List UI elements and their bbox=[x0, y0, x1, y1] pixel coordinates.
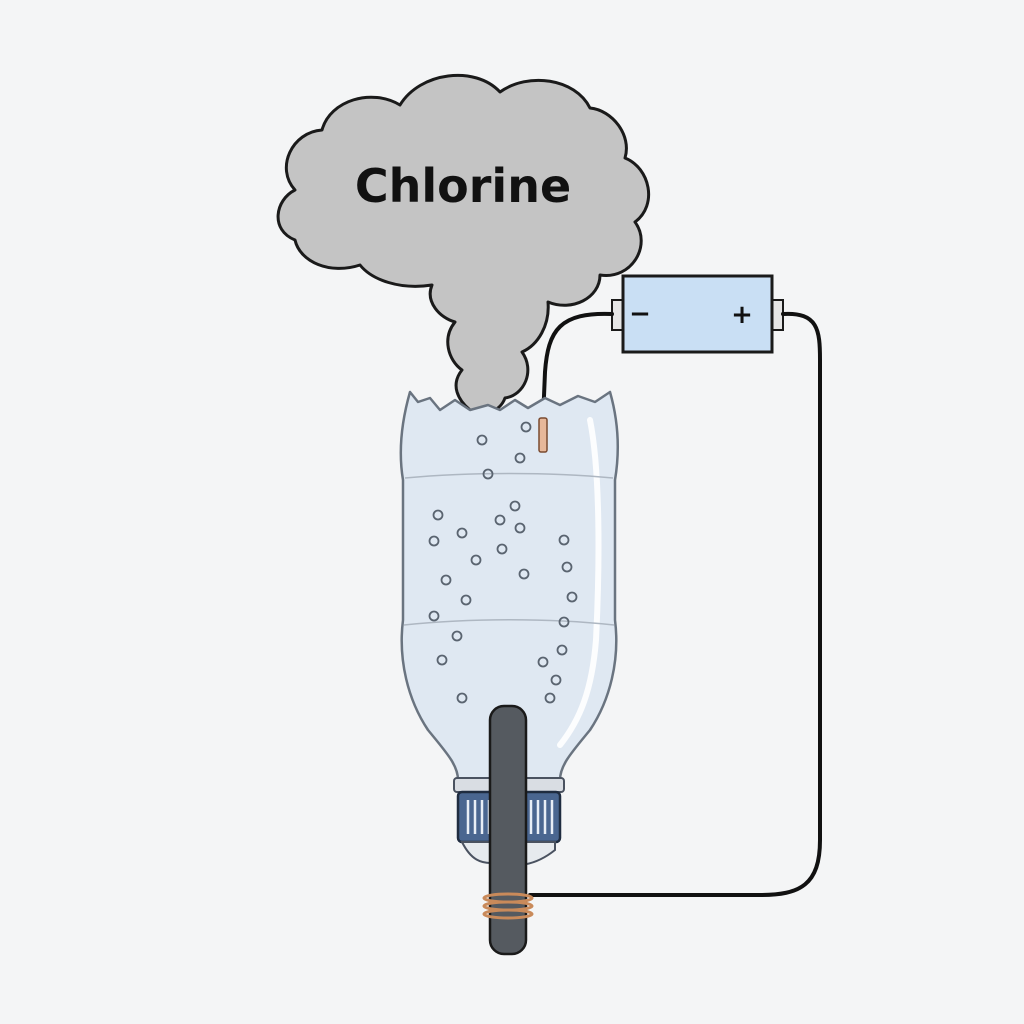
chlorine-label: Chlorine bbox=[355, 159, 571, 213]
chlorine-cloud: Chlorine bbox=[276, 73, 651, 415]
gas-bubble bbox=[494, 514, 506, 526]
bottle-body bbox=[399, 390, 619, 782]
battery-positive-label: + bbox=[731, 300, 753, 330]
gas-bubble bbox=[514, 522, 526, 534]
gas-bubble bbox=[518, 568, 530, 580]
gas-bubble bbox=[476, 434, 488, 446]
carbon-rod-body bbox=[488, 704, 528, 956]
battery: − + bbox=[611, 274, 784, 354]
bottle-rib-upper bbox=[404, 472, 614, 479]
gas-bubble bbox=[440, 574, 452, 586]
wire-negative-to-top-electrode bbox=[541, 311, 614, 422]
gas-bubble bbox=[470, 554, 482, 566]
gas-bubble bbox=[432, 509, 444, 521]
gas-bubble bbox=[558, 616, 570, 628]
gas-bubble bbox=[456, 692, 468, 704]
gas-bubble bbox=[520, 421, 532, 433]
gas-bubble bbox=[428, 535, 440, 547]
carbon-rod bbox=[482, 704, 534, 956]
gas-bubble bbox=[482, 468, 494, 480]
gas-bubble bbox=[496, 543, 508, 555]
gas-bubble bbox=[460, 594, 472, 606]
battery-negative-label: − bbox=[629, 299, 651, 329]
bottle bbox=[399, 390, 619, 782]
gas-bubble bbox=[436, 654, 448, 666]
top-electrode bbox=[538, 417, 548, 453]
gas-bubble bbox=[509, 500, 521, 512]
bubbles-group bbox=[428, 421, 578, 704]
wire-positive-to-carbon-rod bbox=[528, 311, 822, 897]
battery-body bbox=[621, 274, 774, 354]
gas-bubble bbox=[514, 452, 526, 464]
copper-wire-coil bbox=[482, 892, 534, 920]
gas-bubble bbox=[556, 644, 568, 656]
gas-bubble bbox=[544, 692, 556, 704]
gas-bubble bbox=[550, 674, 562, 686]
chlorine-cloud-shape bbox=[276, 73, 651, 415]
gas-bubble bbox=[428, 610, 440, 622]
gas-bubble bbox=[558, 534, 570, 546]
coil-turn bbox=[482, 908, 534, 920]
gas-bubble bbox=[566, 591, 578, 603]
gas-bubble bbox=[537, 656, 549, 668]
bottle-rib-lower bbox=[403, 619, 615, 626]
circuit-wires bbox=[528, 311, 822, 897]
gas-bubble bbox=[456, 527, 468, 539]
gas-bubble bbox=[451, 630, 463, 642]
gas-bubble bbox=[561, 561, 573, 573]
